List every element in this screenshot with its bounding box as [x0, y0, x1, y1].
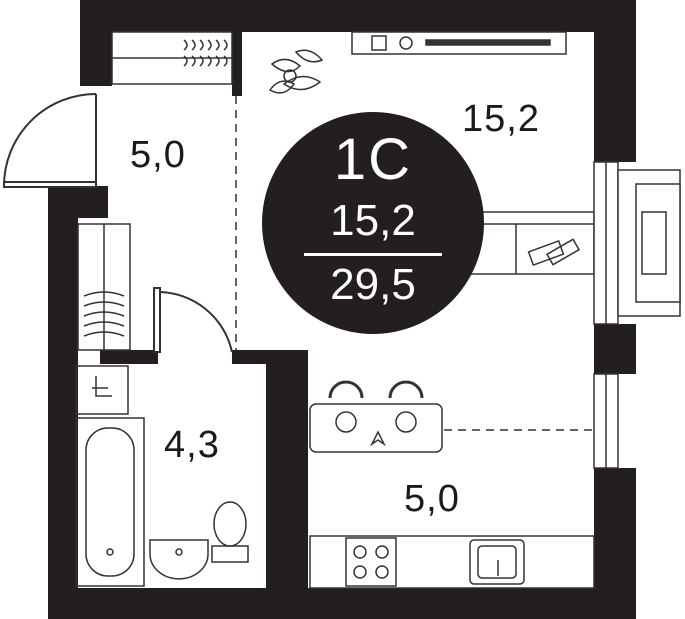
- living-area-value: 15,2: [330, 196, 416, 245]
- hallway-area-label: 5,0: [130, 134, 186, 176]
- entrance-door-icon: [3, 93, 97, 188]
- balcony-icon: [617, 169, 681, 317]
- bathroom-area-label: 4,3: [164, 424, 220, 466]
- fraction-divider: [304, 253, 442, 256]
- window-icon: [593, 161, 619, 469]
- wardrobe-icon: [77, 223, 131, 351]
- toilet-icon: [211, 501, 249, 563]
- wardrobe-icon: [111, 31, 233, 85]
- living-room-area-label: 15,2: [462, 98, 540, 140]
- sofa-icon: [469, 211, 595, 275]
- apartment-type: 1С: [333, 127, 413, 192]
- plant-icon: [268, 49, 324, 94]
- dining-table-icon: [309, 380, 443, 453]
- kitchen-counter-icon: [309, 535, 595, 589]
- bathroom-door-icon: [153, 287, 233, 353]
- walls: [48, 0, 636, 619]
- washing-machine-icon: [75, 365, 129, 415]
- bathtub-icon: [75, 417, 145, 587]
- sink-icon: [149, 539, 209, 580]
- tv-stand-icon: [351, 31, 567, 55]
- zone-separators: [235, 96, 594, 431]
- kitchen-area-label: 5,0: [404, 478, 460, 520]
- area-summary-badge: 1С 15,2 29,5: [262, 112, 484, 334]
- total-area-value: 29,5: [330, 260, 416, 309]
